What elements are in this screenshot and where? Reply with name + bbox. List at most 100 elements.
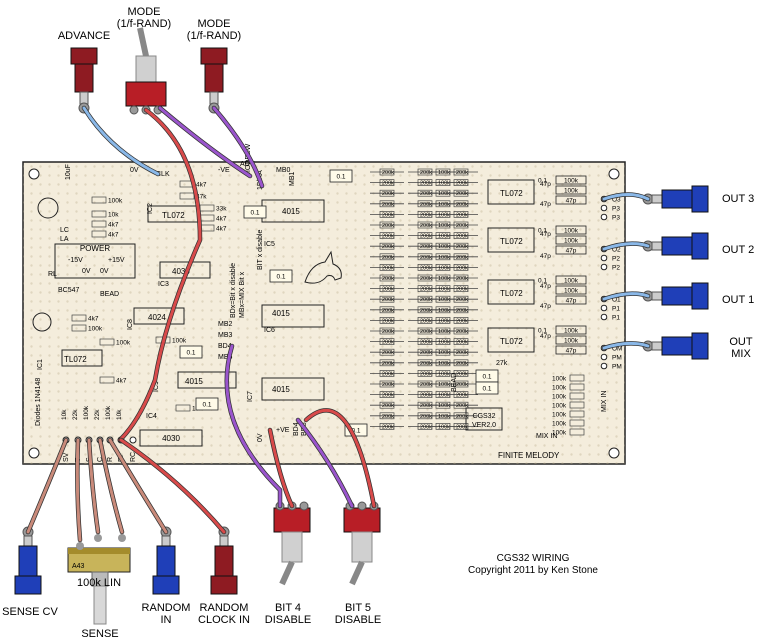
resistor-value: 47p — [566, 348, 577, 355]
resistor-value: 200k — [456, 393, 468, 399]
resistor-body — [453, 327, 469, 335]
svg-text:TL072: TL072 — [500, 189, 523, 198]
resistor-body — [569, 383, 585, 391]
resistor-body — [453, 253, 469, 261]
resistor-body — [453, 348, 469, 356]
ic-chip: TL072 — [487, 279, 535, 305]
resistor-body — [379, 179, 395, 186]
pad-label: P2 — [612, 256, 620, 263]
pad-label: BD4 — [293, 422, 300, 436]
resistor-value: 4k7 — [216, 216, 227, 223]
resistor-body — [453, 274, 469, 282]
resistor-body — [453, 359, 469, 367]
resistor-value: 100k — [438, 371, 450, 377]
resistor-value: 200k — [382, 212, 394, 218]
version-box: CGS32 VER2.0 — [465, 407, 503, 431]
resistor-value: 200k — [456, 234, 468, 240]
wire-mode-jack — [212, 106, 264, 188]
resistor-value: 200k — [456, 276, 468, 282]
random-clock-in-jack — [210, 526, 238, 595]
svg-text:POWER: POWER — [80, 244, 110, 253]
out3-jack — [642, 185, 709, 213]
label-sense: SENSE — [81, 628, 119, 640]
resistor-body — [91, 220, 107, 228]
resistor-body — [379, 253, 395, 261]
resistor-value: 4k7 — [108, 232, 119, 239]
bit4-switch — [273, 501, 311, 586]
resistor-value: 200k — [456, 191, 468, 197]
svg-text:-15V: -15V — [68, 257, 83, 264]
resistor-body — [555, 345, 587, 355]
wire-sense-cv — [26, 438, 68, 534]
resistor-body — [453, 189, 469, 197]
resistor-value: 200k — [456, 244, 468, 250]
resistor-value: 100k — [438, 403, 450, 409]
resistor-body — [71, 324, 87, 332]
capacitor-value: 0.1 — [250, 210, 259, 217]
resistor-body — [569, 410, 585, 418]
resistor-body — [569, 374, 585, 382]
resistor-value: 200k — [420, 191, 432, 197]
resistor-body — [569, 419, 585, 427]
resistor-body — [569, 428, 585, 436]
resistor-body — [379, 211, 395, 218]
ic-label: IC3 — [158, 281, 169, 288]
resistor-body — [453, 423, 469, 430]
resistor-body — [453, 232, 469, 239]
resistor-value: 100k — [88, 326, 103, 333]
wire-out3 — [602, 193, 650, 201]
svg-text:VER2.0: VER2.0 — [472, 422, 496, 429]
sense-pot[interactable]: A43 — [67, 534, 131, 625]
resistor-value: 100k — [438, 414, 450, 420]
resistor-value: 200k — [420, 297, 432, 303]
label-random-clock-in: RANDOM CLOCK IN — [198, 602, 250, 626]
resistor-body — [379, 189, 395, 197]
resistor-value: 100k — [564, 338, 579, 345]
resistor-value: 200k — [420, 223, 432, 229]
out1-jack — [642, 282, 709, 310]
resistor-value: 200k — [382, 170, 394, 176]
resistor-value: 100k — [438, 340, 450, 346]
pad-label: C — [97, 457, 104, 462]
capacitor-value: 0.1 — [202, 402, 211, 409]
resistor-body — [453, 370, 469, 377]
resistor-value: 200k — [382, 255, 394, 261]
pad-label: PM — [612, 364, 622, 371]
resistor-body — [453, 295, 469, 303]
pad-label: O2 — [612, 247, 621, 254]
resistor-value: 100k — [438, 276, 450, 282]
mounting-hole — [28, 447, 40, 459]
resistor-body — [555, 235, 587, 245]
svg-text:TL072: TL072 — [64, 355, 87, 364]
resistor-value: 100k — [564, 178, 579, 185]
resistor-value: 200k — [420, 234, 432, 240]
capacitor — [195, 397, 219, 411]
resistor-value: 200k — [420, 308, 432, 314]
svg-text:TL072: TL072 — [162, 211, 185, 220]
resistor-value: 22k — [72, 409, 79, 420]
resistor-body — [379, 232, 395, 239]
resistor-value: 100k — [438, 287, 450, 293]
resistor-value: 200k — [456, 329, 468, 335]
solder-pad — [600, 313, 608, 321]
svg-text:A43: A43 — [72, 563, 85, 570]
resistor-value: 200k — [420, 255, 432, 261]
resistor-value: 4k7 — [116, 378, 127, 385]
solder-pad — [600, 263, 608, 271]
resistor-value: 200k — [382, 308, 394, 314]
pad-label: ADV — [240, 161, 255, 168]
resistor-value: 100k — [552, 385, 567, 392]
resistor-value: 4k7 — [88, 316, 99, 323]
resistor-body — [379, 380, 395, 388]
wire-bit5-b — [304, 408, 376, 508]
resistor-value: 200k — [382, 297, 394, 303]
resistor-value: 47k — [196, 194, 207, 201]
ic-chip: 4015 — [261, 304, 325, 328]
capacitor — [475, 381, 499, 395]
pad-label: 0V — [257, 433, 264, 442]
resistor-body — [453, 179, 469, 186]
capacitor-value: 0.1 — [276, 274, 285, 281]
resistor-body — [379, 391, 395, 398]
resistor-value: 200k — [456, 265, 468, 271]
resistor-value: 200k — [420, 361, 432, 367]
